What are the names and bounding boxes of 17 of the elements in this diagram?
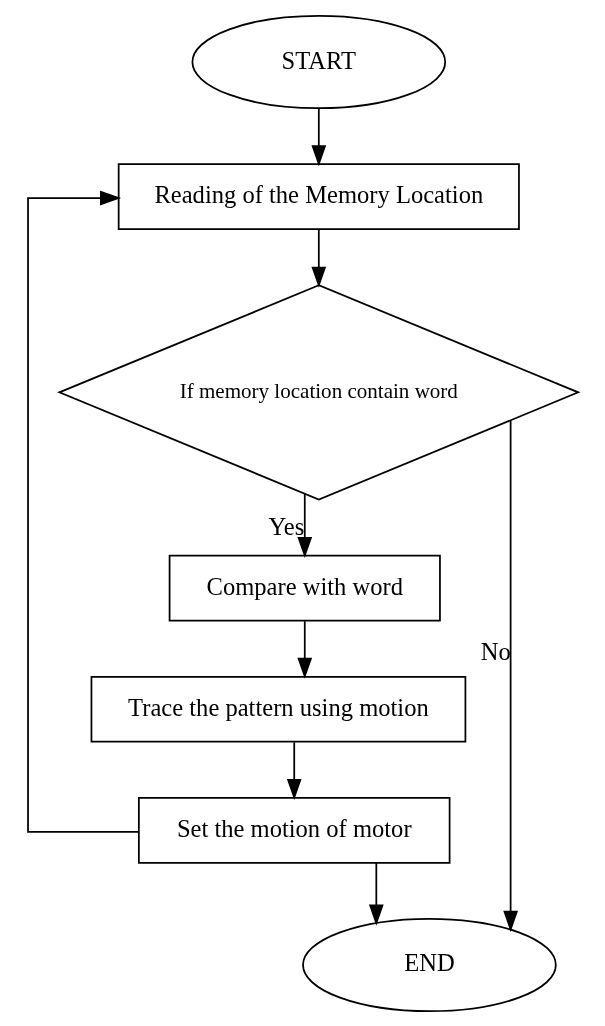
node-diamond: If memory location contain word [56, 283, 580, 500]
arrow [296, 492, 312, 558]
arrow [296, 619, 312, 679]
arrow [310, 228, 326, 288]
arrow [502, 419, 518, 932]
arrow [286, 741, 302, 800]
node-box: Reading of the Memory Location [117, 162, 520, 230]
arrow [368, 861, 384, 926]
node-box: Trace the pattern using motion [90, 675, 466, 743]
node-ellipse: END [301, 917, 557, 1012]
edge-label: Yes [267, 512, 304, 540]
arrow [26, 190, 139, 833]
edge-label: No [480, 637, 511, 665]
node-box: Set the motion of motor [137, 796, 450, 864]
arrow [310, 106, 326, 166]
node-ellipse: START [191, 14, 446, 109]
node-box: Compare with word [168, 554, 441, 621]
